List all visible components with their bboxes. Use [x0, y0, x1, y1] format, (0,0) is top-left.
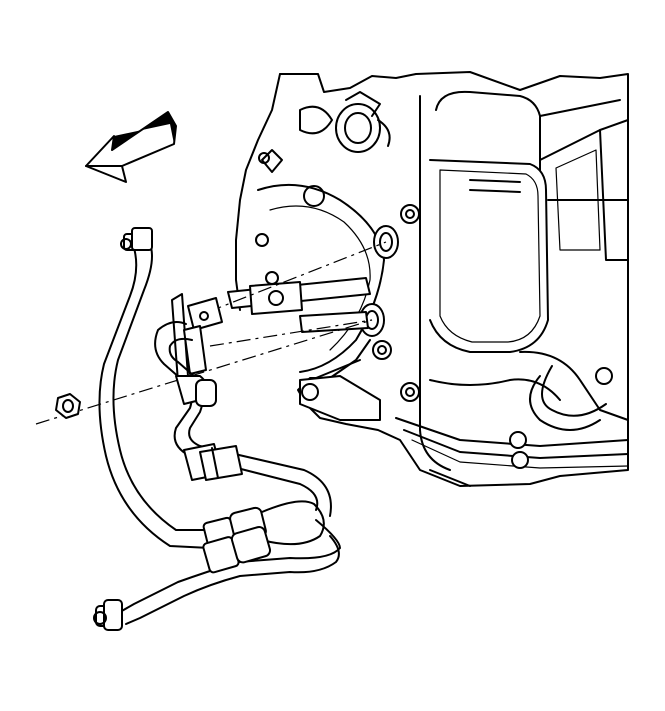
direction-arrow-icon [85, 111, 177, 183]
bracket-bolt-lower [299, 311, 369, 333]
retaining-nut [55, 393, 81, 419]
cooler-line-lower [93, 321, 341, 631]
bracket-bolt-upper [227, 277, 371, 315]
line-bracket [171, 293, 223, 383]
assembly-centerlines [35, 241, 387, 425]
transmission-housing [235, 71, 629, 487]
